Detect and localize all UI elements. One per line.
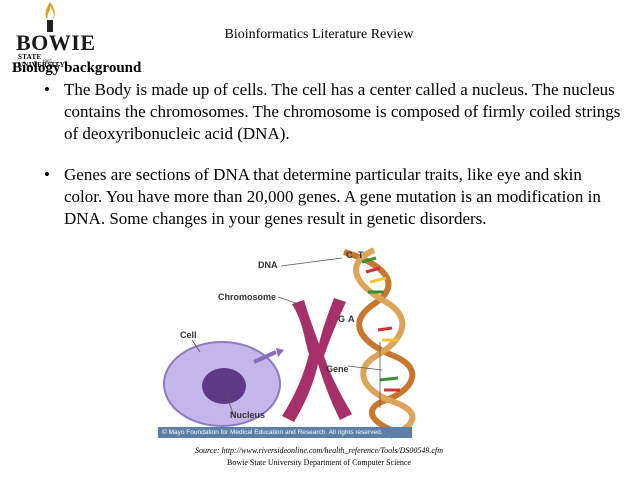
page-header-title: Bioinformatics Literature Review <box>224 27 414 42</box>
label-t: T <box>358 250 364 260</box>
base-pairs <box>361 256 400 392</box>
university-logo: BOWIE STATE UNIVERSITY 1865 <box>14 2 95 69</box>
bullet-item: Genes are sections of DNA that determine… <box>44 164 624 230</box>
cell-to-chromosome-arrow <box>253 350 277 364</box>
torch-icon <box>45 2 55 32</box>
logo-wordmark: BOWIE <box>16 30 96 55</box>
nucleus-shape <box>202 368 246 404</box>
label-chromosome: Chromosome <box>218 292 276 302</box>
label-dna: DNA <box>258 260 278 270</box>
chromosome-shape <box>282 298 352 422</box>
label-gene: Gene <box>326 364 349 374</box>
copyright-banner: © Mayo Foundation for Medical Education … <box>158 427 412 438</box>
label-g: G <box>338 314 345 324</box>
label-c: C <box>346 250 353 260</box>
cell-to-dna-illustration: DNA C T G A Chromosome Cell Gene Nucleus <box>154 244 468 440</box>
label-nucleus: Nucleus <box>230 410 265 420</box>
page-footer: Bowie State University Department of Com… <box>227 458 411 467</box>
dna-strand-1 <box>343 249 416 437</box>
illustration-svg: DNA C T G A Chromosome Cell Gene Nucleus <box>163 247 416 439</box>
logo-subtext: STATE UNIVERSITY <box>18 53 65 69</box>
label-a: A <box>348 314 355 324</box>
bullet-item: The Body is made up of cells. The cell h… <box>44 79 624 145</box>
section-title: Biology background <box>12 60 142 76</box>
source-citation: Source: http://www.riversideonline.com/h… <box>195 446 443 455</box>
logo-year: 1865 <box>42 60 52 65</box>
label-cell: Cell <box>180 330 197 340</box>
bullet-list: The Body is made up of cells. The cell h… <box>44 79 624 249</box>
dna-strand-2 <box>353 247 416 439</box>
